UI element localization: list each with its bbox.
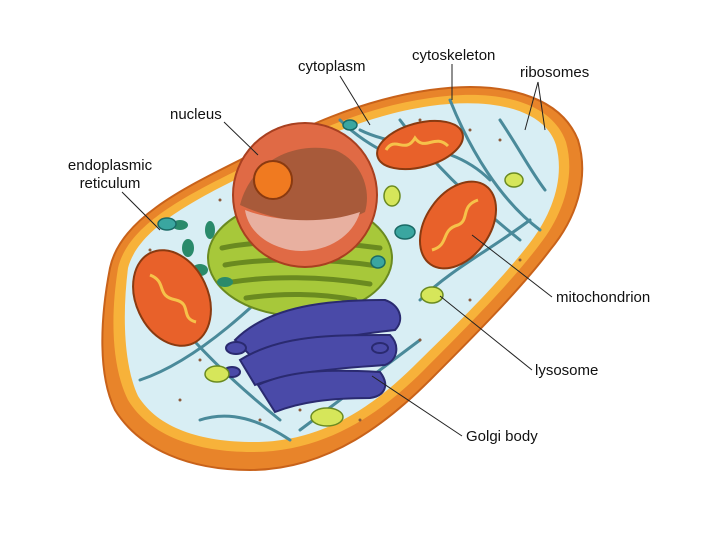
label-lysosome: lysosome: [535, 362, 599, 379]
label-endoplasmic-reticulum: endoplasmic reticulum: [58, 157, 162, 193]
label-cytoskeleton: cytoskeleton: [412, 47, 496, 64]
nucleus: [232, 122, 378, 268]
leader-lines: [121, 64, 553, 437]
label-ribosomes: ribosomes: [520, 64, 590, 81]
mitochondrion-left: [132, 249, 212, 347]
mitochondrion-top: [376, 119, 464, 171]
label-endoplasmic-line2: reticulum: [79, 175, 141, 192]
golgi-body: [223, 298, 402, 414]
label-nucleus: nucleus: [170, 106, 222, 123]
nucleolus: [253, 160, 293, 200]
label-cytoplasm: cytoplasm: [298, 58, 366, 75]
vesicles: [157, 119, 416, 269]
mitochondrion-right: [418, 180, 498, 270]
label-mitochondrion: mitochondrion: [556, 289, 651, 306]
lysosomes: [204, 172, 524, 427]
label-golgi-body: Golgi body: [466, 428, 538, 445]
label-endoplasmic-line1: endoplasmic: [67, 157, 153, 174]
